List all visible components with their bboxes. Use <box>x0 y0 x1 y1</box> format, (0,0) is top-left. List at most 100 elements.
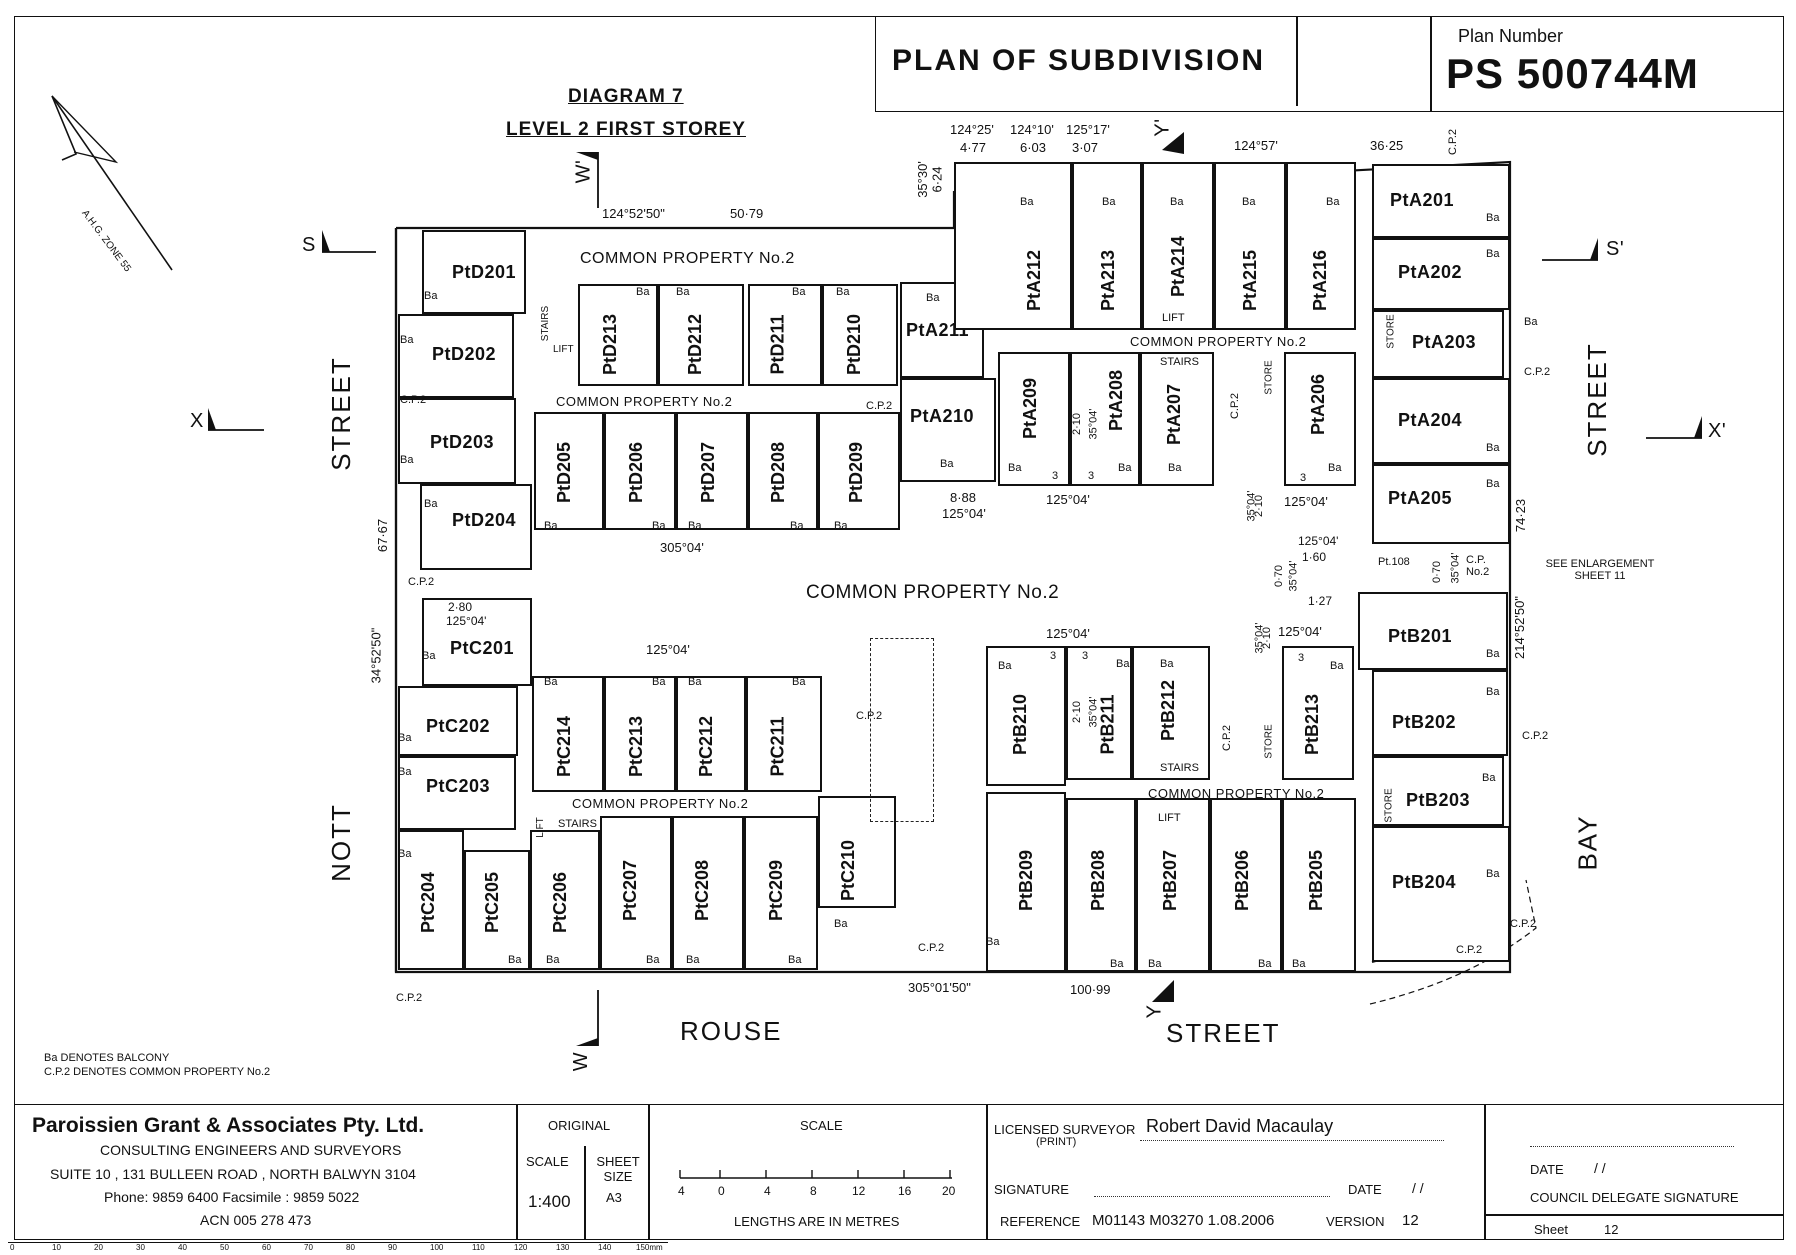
lot-label-a204: PtA204 <box>1398 410 1463 430</box>
lot-c204 <box>398 830 464 970</box>
footer-divider-5 <box>584 1146 586 1240</box>
common-property-top: COMMON PROPERTY No.2 <box>580 250 795 267</box>
balcony-a204: Ba <box>1486 442 1500 454</box>
balcony-a206: Ba <box>1328 462 1342 474</box>
lot-label-c213: PtC213 <box>626 715 647 778</box>
lift-b: LIFT <box>1158 812 1181 824</box>
lot-label-a207: PtA207 <box>1164 383 1185 446</box>
signature-line <box>1094 1196 1330 1197</box>
lot-a215 <box>1214 162 1286 330</box>
lot-b213 <box>1282 646 1354 780</box>
balcony-c201: Ba <box>422 650 436 662</box>
footer-divider-1 <box>516 1104 518 1240</box>
sheet-size-value: A3 <box>606 1190 622 1205</box>
lot-a201 <box>1372 164 1510 238</box>
ruler-tick-140: 140 <box>598 1243 612 1252</box>
lot-label-c211: PtC211 <box>767 716 788 777</box>
lot-label-b201: PtB201 <box>1388 626 1453 646</box>
dim-c201-1: 2·80 <box>448 600 473 614</box>
section-x: X <box>190 410 204 432</box>
balcony-d210: Ba <box>836 286 850 298</box>
lot-a205 <box>1372 464 1510 544</box>
common-property-d-corridor: COMMON PROPERTY No.2 <box>556 394 733 409</box>
lot-label-d202: PtD202 <box>432 344 497 364</box>
sheet-label: Sheet <box>1534 1222 1568 1237</box>
lot-label-b205: PtB205 <box>1306 849 1327 912</box>
stairs-b: STAIRS <box>1160 762 1199 774</box>
lot-label-c206: PtC206 <box>550 871 571 934</box>
common-property-main: COMMON PROPERTY No.2 <box>806 582 1060 603</box>
diagram-subtitle: LEVEL 2 FIRST STOREY <box>506 119 746 140</box>
marker-3-b-3: 3 <box>1298 652 1305 664</box>
scale-tick-0: 4 <box>678 1184 685 1198</box>
lot-label-a213: PtA213 <box>1098 249 1119 312</box>
lot-label-c208: PtC208 <box>692 859 713 922</box>
dim-c-top: 125°04' <box>646 642 690 657</box>
sheet-value: 12 <box>1604 1222 1619 1237</box>
lot-label-c207: PtC207 <box>620 859 641 922</box>
lot-a202 <box>1372 238 1510 310</box>
lot-label-d205: PtD205 <box>554 441 575 504</box>
dim-a-left-len: 6·24 <box>929 166 945 193</box>
balcony-a202: Ba <box>1486 248 1500 260</box>
dim-a-top-2: 124°10' <box>1010 122 1054 137</box>
diagram-title: DIAGRAM 7 <box>568 86 684 107</box>
balcony-b208: Ba <box>1110 958 1124 970</box>
balcony-c206: Ba <box>546 954 560 966</box>
balcony-b205: Ba <box>1292 958 1306 970</box>
footer-divider-6 <box>1484 1214 1784 1216</box>
dim-left-1: 67·67 <box>375 518 391 553</box>
cp2-d-2: C.P.2 <box>866 400 893 412</box>
lot-c202 <box>398 686 518 756</box>
dim-right-2: 214°52'50" <box>1511 596 1527 659</box>
marker-3-a-1: 3 <box>1052 470 1059 482</box>
balcony-b203: Ba <box>1482 772 1496 784</box>
marker-3-b-2: 3 <box>1082 650 1089 662</box>
lot-label-d208: PtD208 <box>768 441 789 504</box>
dim-a-210-1: 2·10 <box>1071 412 1084 436</box>
lift-c: LIFT <box>534 817 546 838</box>
lot-a212 <box>954 162 1072 330</box>
pt108: Pt.108 <box>1378 556 1410 568</box>
dim-a-mid-2: 125°04' <box>942 506 986 521</box>
balcony-d202: Ba <box>400 334 414 346</box>
lot-c201 <box>422 598 532 686</box>
balcony-b210: Ba <box>998 660 1012 672</box>
dim-a205-2: 1·60 <box>1302 550 1327 564</box>
ruler-tick-50: 50 <box>220 1243 229 1252</box>
balcony-c213: Ba <box>652 676 666 688</box>
dim-a-top-1-len: 4·77 <box>960 140 987 155</box>
dim-a-mid-1: 8·88 <box>950 490 977 505</box>
date-value: / / <box>1412 1180 1424 1196</box>
lot-b204 <box>1372 826 1510 962</box>
store-a-1: STORE <box>1385 314 1397 349</box>
balcony-b209: Ba <box>986 936 1000 948</box>
balcony-a210: Ba <box>940 458 954 470</box>
lot-label-d213: PtD213 <box>600 313 621 376</box>
cp2-b-4: C.P.2 <box>1221 724 1234 752</box>
dim-bottom-2: 100·99 <box>1070 982 1111 997</box>
lot-c208 <box>672 816 744 970</box>
balcony-b213: Ba <box>1330 660 1344 672</box>
section-y-arrow-icon <box>1152 980 1174 1002</box>
lot-b201 <box>1358 592 1508 670</box>
balcony-b204: Ba <box>1486 868 1500 880</box>
section-x-prime: X' <box>1708 420 1727 442</box>
street-label-rouse: ROUSE <box>680 1016 783 1046</box>
dim-b-top: 125°04' <box>1046 626 1090 641</box>
cp2-b-1: C.P.2 <box>1522 730 1549 742</box>
title-block-divider-2 <box>1430 16 1432 112</box>
lot-a204 <box>1372 378 1510 464</box>
lot-label-b210: PtB210 <box>1010 693 1031 756</box>
lot-c211 <box>746 676 822 792</box>
ruler-tick-90: 90 <box>388 1243 397 1252</box>
section-x-arrow-icon <box>208 408 264 431</box>
marker-3-a-3: 3 <box>1300 472 1307 484</box>
balcony-a201: Ba <box>1486 212 1500 224</box>
ruler-tick-60: 60 <box>262 1243 271 1252</box>
cp2-a-3: C.P.2 <box>1229 392 1242 420</box>
lot-label-a211: PtA211 <box>906 320 970 340</box>
dim-a205-4: 35°04' <box>1287 560 1300 592</box>
dim-a-mid-4: 125°04' <box>1284 494 1328 509</box>
lot-label-b202: PtB202 <box>1392 712 1457 732</box>
